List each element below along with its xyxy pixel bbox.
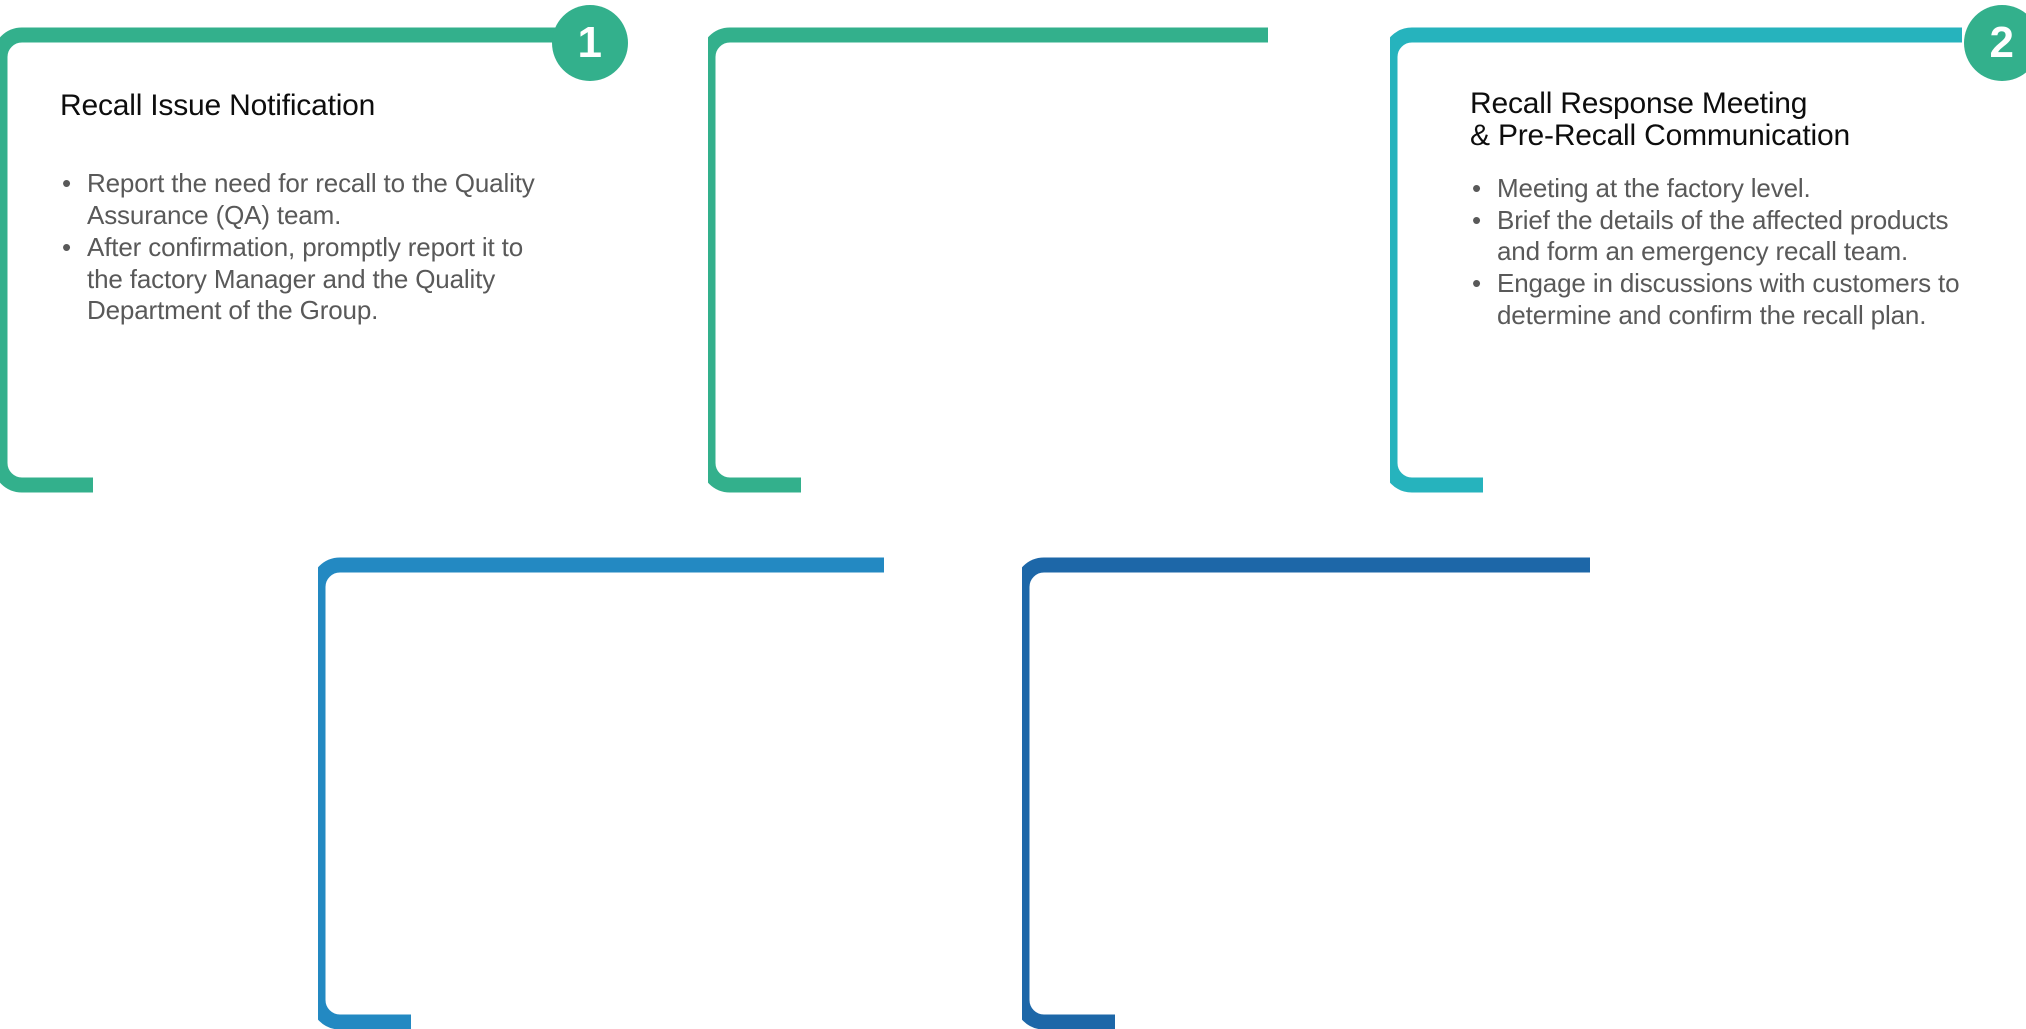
list-item: • After confirmation, promptly report it … [60,232,560,327]
bullet-text: Report the need for recall to the Qualit… [87,168,535,231]
step-bracket-frame-3 [1390,27,1962,493]
step-number-badge-1: 1 [552,5,628,81]
bullet-icon: • [62,231,71,262]
step-card-4[interactable]: 4 Recall and Disposal of Recalled Produc… [318,535,958,1029]
step-content-1: Recall Issue Notification • Report the ne… [60,89,560,327]
step-number-badge-2: 2 [1964,5,2026,81]
step-number-label: 2 [1989,18,2015,67]
step-card-3[interactable]: 3 Develop the Recall Plan & External Com… [1390,0,2026,500]
list-item: • Report the need for recall to the Quali… [60,168,560,231]
step-card-2[interactable]: 2 Recall Response Meeting & Pre-Recall C… [708,0,2026,500]
bullet-icon: • [62,168,71,199]
step-number-label: 1 [577,18,603,67]
step-card-1[interactable]: 1 Recall Issue Notification • Report the … [0,0,640,500]
step-card-5[interactable]: 5 Report on Corrective and Preventive Me… [1022,535,1662,1029]
step-bracket-frame-4 [318,557,884,1029]
step-bracket-frame-5 [1022,557,1590,1029]
step-bracket-frame-2 [708,27,1268,493]
step-title-1: Recall Issue Notification [60,89,376,122]
bullet-text: After confirmation, promptly report it t… [87,231,524,326]
step-bullet-list-1: • Report the need for recall to the Quali… [60,168,560,327]
